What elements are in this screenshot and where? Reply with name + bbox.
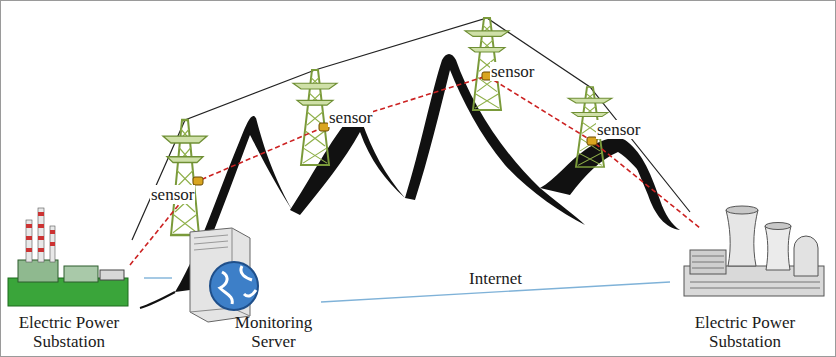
node-label: Monitoring Server (230, 313, 317, 351)
substation-icon (4, 200, 144, 310)
edge-label: Internet (467, 269, 524, 288)
substation-icon (670, 186, 832, 306)
node-label: Electric Power Substation (4, 313, 134, 351)
sensor-label: sensor (596, 120, 641, 139)
server-node: Monitoring Server (172, 224, 321, 355)
server-icon (172, 224, 282, 324)
sensor-label: sensor (150, 185, 195, 204)
substation-node: Electric Power Substation (670, 186, 832, 355)
substation-node: Electric Power Substation (4, 200, 144, 355)
node-label: Electric Power Substation (670, 313, 820, 351)
sensor-label: sensor (490, 62, 535, 81)
network-link (144, 277, 172, 278)
sensor-label: sensor (328, 108, 373, 127)
